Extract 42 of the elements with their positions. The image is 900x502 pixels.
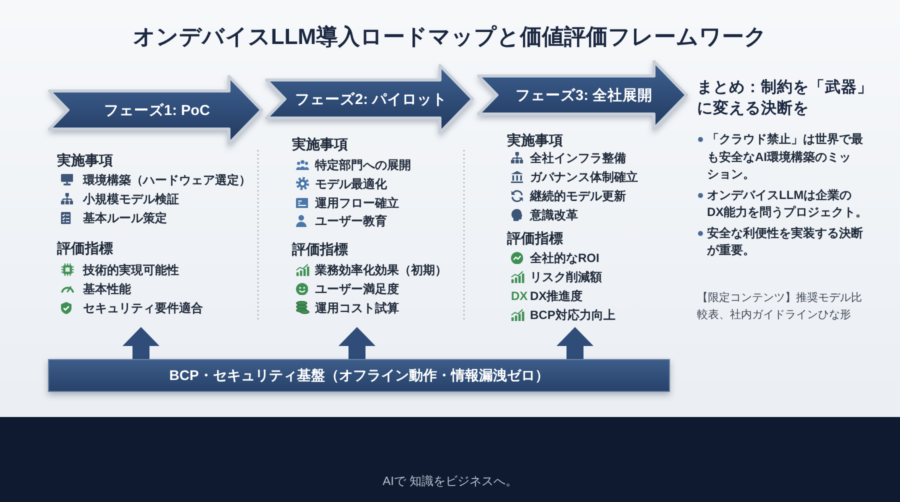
list-item: 基本ルール策定: [83, 210, 167, 226]
list-item: 基本性能: [83, 281, 131, 297]
list-item: モデル最適化: [315, 176, 387, 192]
list-item: 全社インフラ整備: [530, 150, 626, 166]
list-item: ユーザー満足度: [315, 281, 399, 297]
list-heading: 実施事項: [507, 131, 563, 149]
note-text: 【限定コンテンツ】推奨モデル比較表、社内ガイドラインひな形: [697, 290, 863, 322]
list-item: 小規模モデル検証: [83, 191, 179, 207]
banner-bar: BCP・セキュリティ基盤（オフライン動作・情報漏洩ゼロ）: [48, 359, 670, 392]
summary-heading: まとめ：制約を「武器」に変える決断を: [697, 78, 874, 119]
page-title: オンデバイスLLM導入ロードマップと価値評価フレームワーク: [132, 23, 768, 51]
bullet-text: オンデバイスLLMは企業のDX能力を問うプロジェクト。: [707, 186, 868, 221]
list-item: 意識改革: [530, 207, 578, 223]
list-heading: 評価指標: [292, 240, 348, 258]
list-heading: 実施事項: [292, 135, 348, 153]
arrow: [556, 327, 594, 359]
chevron-banner: フェーズ3: 全社展開: [477, 60, 688, 130]
list-item: 運用コスト試算: [315, 300, 399, 316]
arrow: [338, 327, 376, 359]
list-item: リスク削減額: [530, 269, 602, 285]
list-item: ガバナンス体制確立: [530, 169, 638, 185]
chevron-banner: フェーズ2: パイロット: [265, 64, 474, 134]
icon-text: DX: [511, 288, 528, 304]
list-item: 継続的モデル更新: [530, 188, 626, 204]
list-item: ユーザー教育: [315, 213, 387, 229]
list-heading: 評価指標: [507, 229, 563, 247]
list-item: 全社的なROI: [530, 250, 600, 266]
bullet-text: 安全な利便性を実装する決断が重要。: [707, 224, 864, 259]
list-item: BCP対応力向上: [530, 307, 616, 323]
list-item: 環境構築（ハードウェア選定）: [83, 172, 251, 188]
list-item: DX推進度: [530, 288, 583, 304]
arrow: [122, 327, 160, 359]
list-heading: 実施事項: [57, 151, 113, 169]
bullet-text: 「クラウド禁止」は世界で最も安全なAI環境構築のミッション。: [707, 131, 864, 183]
list-item: セキュリティ要件適合: [83, 300, 203, 316]
list-item: 技術的実現可能性: [83, 262, 179, 278]
list-item: 業務効率化効果（初期）: [315, 262, 447, 278]
tagline: AIで 知識をビジネスへ。: [382, 473, 518, 490]
list-item: 特定部門への展開: [315, 157, 411, 173]
list-heading: 評価指標: [57, 239, 113, 257]
chevron-banner: フェーズ1: PoC: [48, 75, 263, 145]
list-item: 運用フロー確立: [315, 195, 399, 211]
